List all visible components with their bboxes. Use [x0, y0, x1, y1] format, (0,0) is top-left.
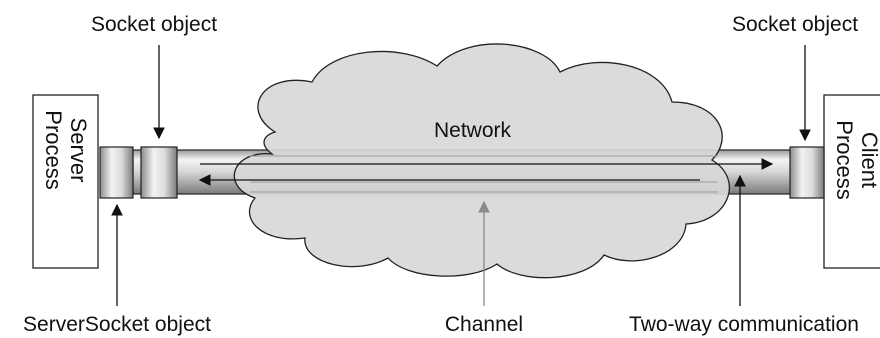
network-label: Network: [434, 119, 512, 142]
client-process-box: Client Process: [823, 94, 880, 269]
client-process-label-line2: Process: [832, 120, 857, 199]
callout-server-socket: ServerSocket object: [23, 203, 211, 336]
channel-label: Channel: [445, 313, 523, 336]
server-process-label-line2: Process: [41, 110, 66, 189]
callout-socket-left: Socket object: [91, 13, 217, 140]
server-socket-label: ServerSocket object: [23, 313, 211, 336]
right-socket-connector: [789, 146, 825, 199]
two-way-arrows: [198, 158, 774, 186]
socket-right-label: Socket object: [732, 13, 858, 36]
server-process-box: Server Process: [32, 94, 99, 269]
callout-two-way: Two-way communication: [629, 174, 859, 336]
client-process-label-line1: Client: [857, 132, 880, 188]
socket-left-label: Socket object: [91, 13, 217, 36]
left-socket-connector: [140, 146, 178, 199]
channel-lines: [250, 155, 718, 193]
network-cloud: Network: [233, 43, 730, 279]
two-way-label: Two-way communication: [629, 313, 859, 336]
callout-channel: Channel: [445, 200, 523, 336]
callout-socket-right: Socket object: [732, 13, 858, 142]
server-process-label-line1: Server: [66, 118, 91, 183]
server-socket-connector: [99, 146, 134, 199]
